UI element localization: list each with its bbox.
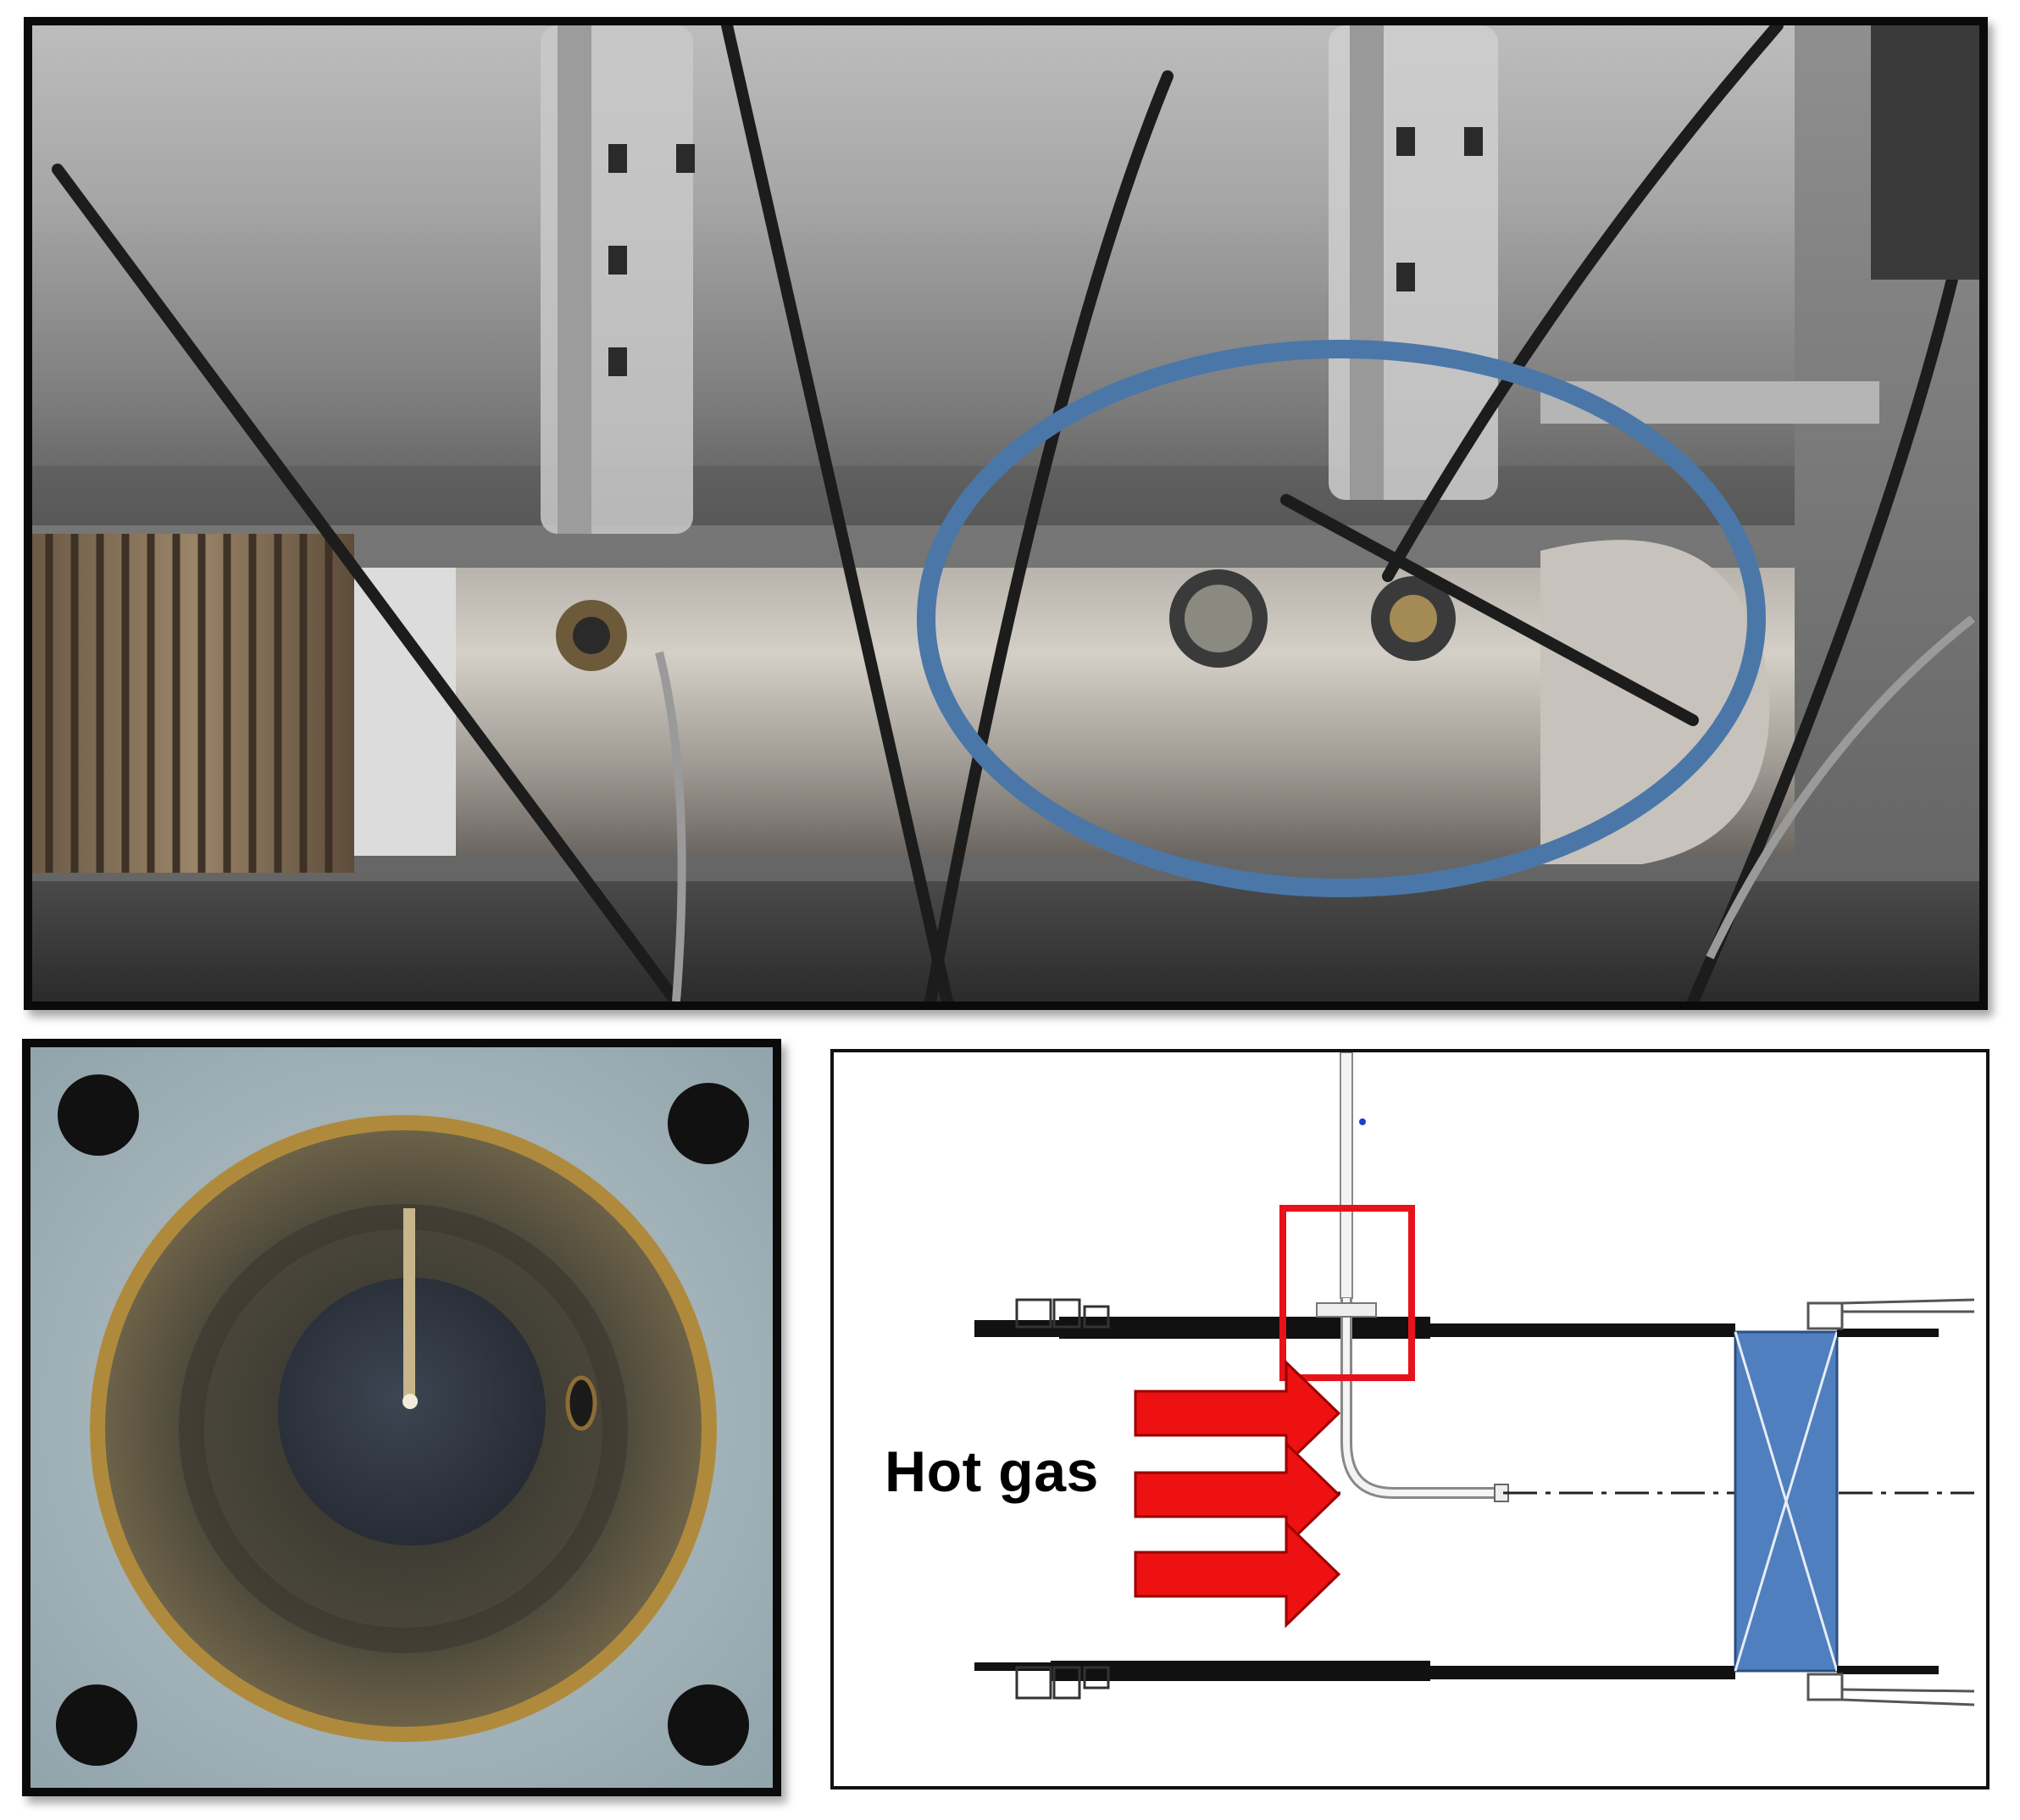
hot-gas-arrows <box>1134 1359 1341 1629</box>
highlight-ellipse <box>917 340 1766 897</box>
schematic-cross-section: Hot gas <box>820 1039 2000 1800</box>
arrow-2 <box>1134 1440 1341 1549</box>
pipe-interior-illustration <box>31 1047 773 1788</box>
schematic-frame: Hot gas <box>830 1049 1989 1789</box>
photo-pipe-interior <box>22 1039 781 1796</box>
arrow-3 <box>1134 1520 1341 1629</box>
schematic-drawing <box>974 1052 1975 1706</box>
photo-test-rig <box>24 17 1988 1010</box>
hot-gas-label: Hot gas <box>885 1440 1099 1504</box>
arrow-1 <box>1134 1359 1341 1468</box>
rig-illustration <box>32 25 1979 1002</box>
probe-thermocouple <box>1316 1052 1509 1502</box>
bottom-pipe-wall <box>1051 1661 1430 1681</box>
filter-block <box>1734 1330 1839 1673</box>
detail-box <box>1279 1205 1415 1381</box>
